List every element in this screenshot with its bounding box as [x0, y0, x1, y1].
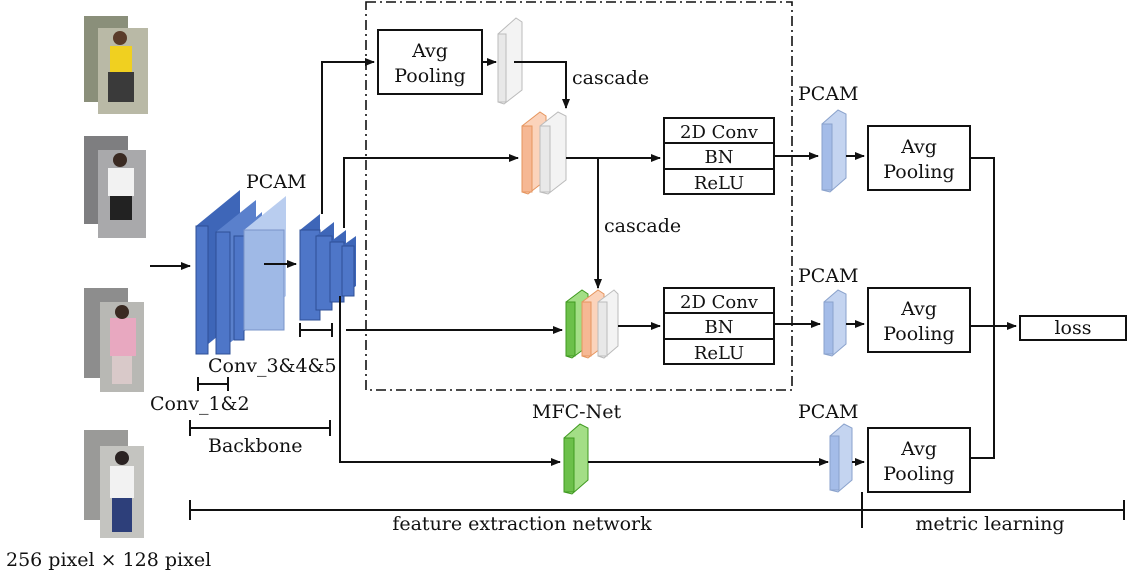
bn-top: BN [705, 147, 734, 168]
avg-pooling-right-3-line2: Pooling [883, 463, 954, 485]
green-orange-gray-block [565, 289, 619, 359]
cascade-label-middle: cascade [604, 215, 681, 237]
input-person-image-2 [84, 136, 146, 238]
avg-pooling-right-1-line1: Avg [900, 136, 937, 158]
backbone-conv-blocks [195, 190, 286, 355]
input-person-image-1 [84, 16, 148, 114]
pcam-label-backbone: PCAM [246, 171, 307, 193]
avg-pooling-right-1 [867, 125, 971, 191]
pcam-label-middle: PCAM [798, 265, 859, 287]
path-to-bottom-green [339, 296, 561, 466]
loss-label: loss [1054, 317, 1091, 339]
backbone-label: Backbone [208, 435, 303, 457]
pcam-block-bottom [829, 423, 853, 493]
avg-pooling-right-1-line2: Pooling [883, 161, 954, 183]
pcam-block-middle [823, 289, 847, 357]
avg-pooling-right-2 [867, 287, 971, 353]
pcam-label-top: PCAM [798, 83, 859, 105]
avg-pooling-right-2-line1: Avg [900, 298, 937, 320]
conv345-label: Conv_3&4&5 [208, 355, 337, 377]
avg-pooling-right-3 [867, 427, 971, 493]
relu-bottom: ReLU [694, 343, 744, 364]
metric-learning-label: metric learning [915, 513, 1064, 535]
relu-top: ReLU [694, 173, 744, 194]
gray-feature-top [497, 17, 523, 105]
cascade-arrow-top [514, 61, 570, 109]
path-to-orange-block [343, 154, 519, 228]
conv12-label: Conv_1&2 [150, 393, 250, 415]
avg-pooling-right-3-line1: Avg [900, 438, 937, 460]
conv2d-bottom: 2D Conv [680, 292, 759, 313]
conv12-bracket [197, 377, 229, 391]
mfc-net-region [365, 1, 793, 391]
conv-group-bottom[interactable] [663, 287, 775, 365]
metric-learning-bracket [862, 500, 1125, 520]
merge-line-top [970, 157, 995, 459]
backbone-bracket [189, 420, 331, 436]
avg-pooling-top-line2: Pooling [394, 65, 465, 87]
feature-extraction-label: feature extraction network [392, 513, 652, 535]
green-feature-bottom [563, 423, 589, 495]
mfc-net-label: MFC-Net [532, 401, 621, 423]
input-person-image-3 [84, 288, 144, 392]
orange-gray-block [521, 111, 567, 195]
avg-pooling-right-2-line2: Pooling [883, 323, 954, 345]
conv2d-top: 2D Conv [680, 122, 759, 143]
path-to-avg-pooling [321, 58, 375, 214]
pcam-label-bottom: PCAM [798, 401, 859, 423]
loss-box [1019, 315, 1127, 341]
cascade-label-top: cascade [572, 67, 649, 89]
conv-group-top[interactable] [663, 117, 775, 195]
avg-pooling-top [377, 29, 483, 95]
avg-pooling-top-line1: Avg [411, 40, 448, 62]
bn-bottom: BN [705, 317, 734, 338]
input-size-label: 256 pixel × 128 pixel [6, 549, 211, 571]
conv345-blocks [299, 214, 356, 321]
pcam-block-top [821, 109, 847, 193]
conv345-bracket [299, 323, 333, 337]
input-person-image-4 [84, 430, 144, 538]
